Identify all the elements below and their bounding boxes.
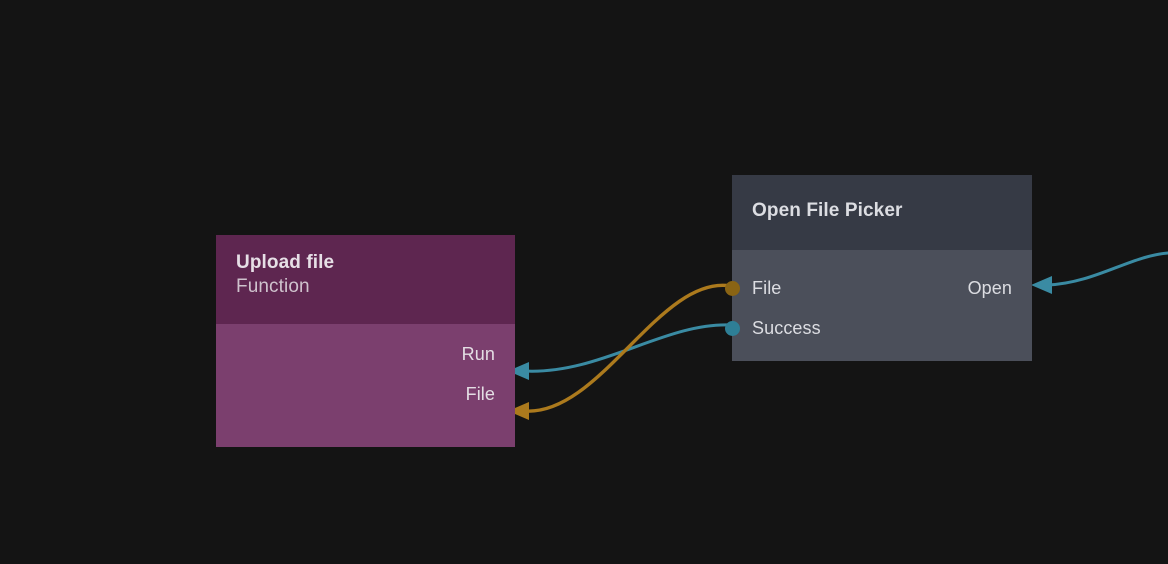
node-open-file-picker-header[interactable]: Open File Picker (732, 175, 1032, 250)
port-file-in-dot[interactable] (724, 280, 740, 296)
node-open-file-picker-body: File Open Success (724, 250, 1032, 361)
port-open-out-label: Open (967, 278, 1012, 298)
port-file-in[interactable]: File Open (724, 268, 1032, 308)
port-file-out[interactable]: File (216, 374, 515, 414)
node-upload-file[interactable]: Upload file Function Run File (216, 235, 515, 447)
node-upload-file-header[interactable]: Upload file Function (216, 235, 515, 324)
port-run[interactable]: Run (216, 334, 515, 374)
node-upload-file-title: Upload file (236, 252, 335, 273)
arrowhead-open (1031, 276, 1052, 294)
node-open-file-picker[interactable]: Open File Picker File Open Success (724, 175, 1032, 361)
edge-success-to-run (508, 323, 733, 380)
port-file-out-label: File (465, 384, 495, 404)
port-file-in-label: File (752, 278, 782, 298)
port-success-in-label: Success (752, 318, 821, 338)
port-success-in-dot[interactable] (724, 320, 740, 336)
node-upload-file-subtitle: Function (236, 276, 310, 297)
node-open-file-picker-title: Open File Picker (752, 200, 903, 221)
edge-offscreen-to-open (1031, 251, 1168, 294)
port-run-label: Run (461, 344, 495, 364)
node-upload-file-body: Run File (216, 324, 515, 447)
edge-file-to-file (508, 283, 733, 420)
port-success-in[interactable]: Success (724, 308, 1032, 348)
